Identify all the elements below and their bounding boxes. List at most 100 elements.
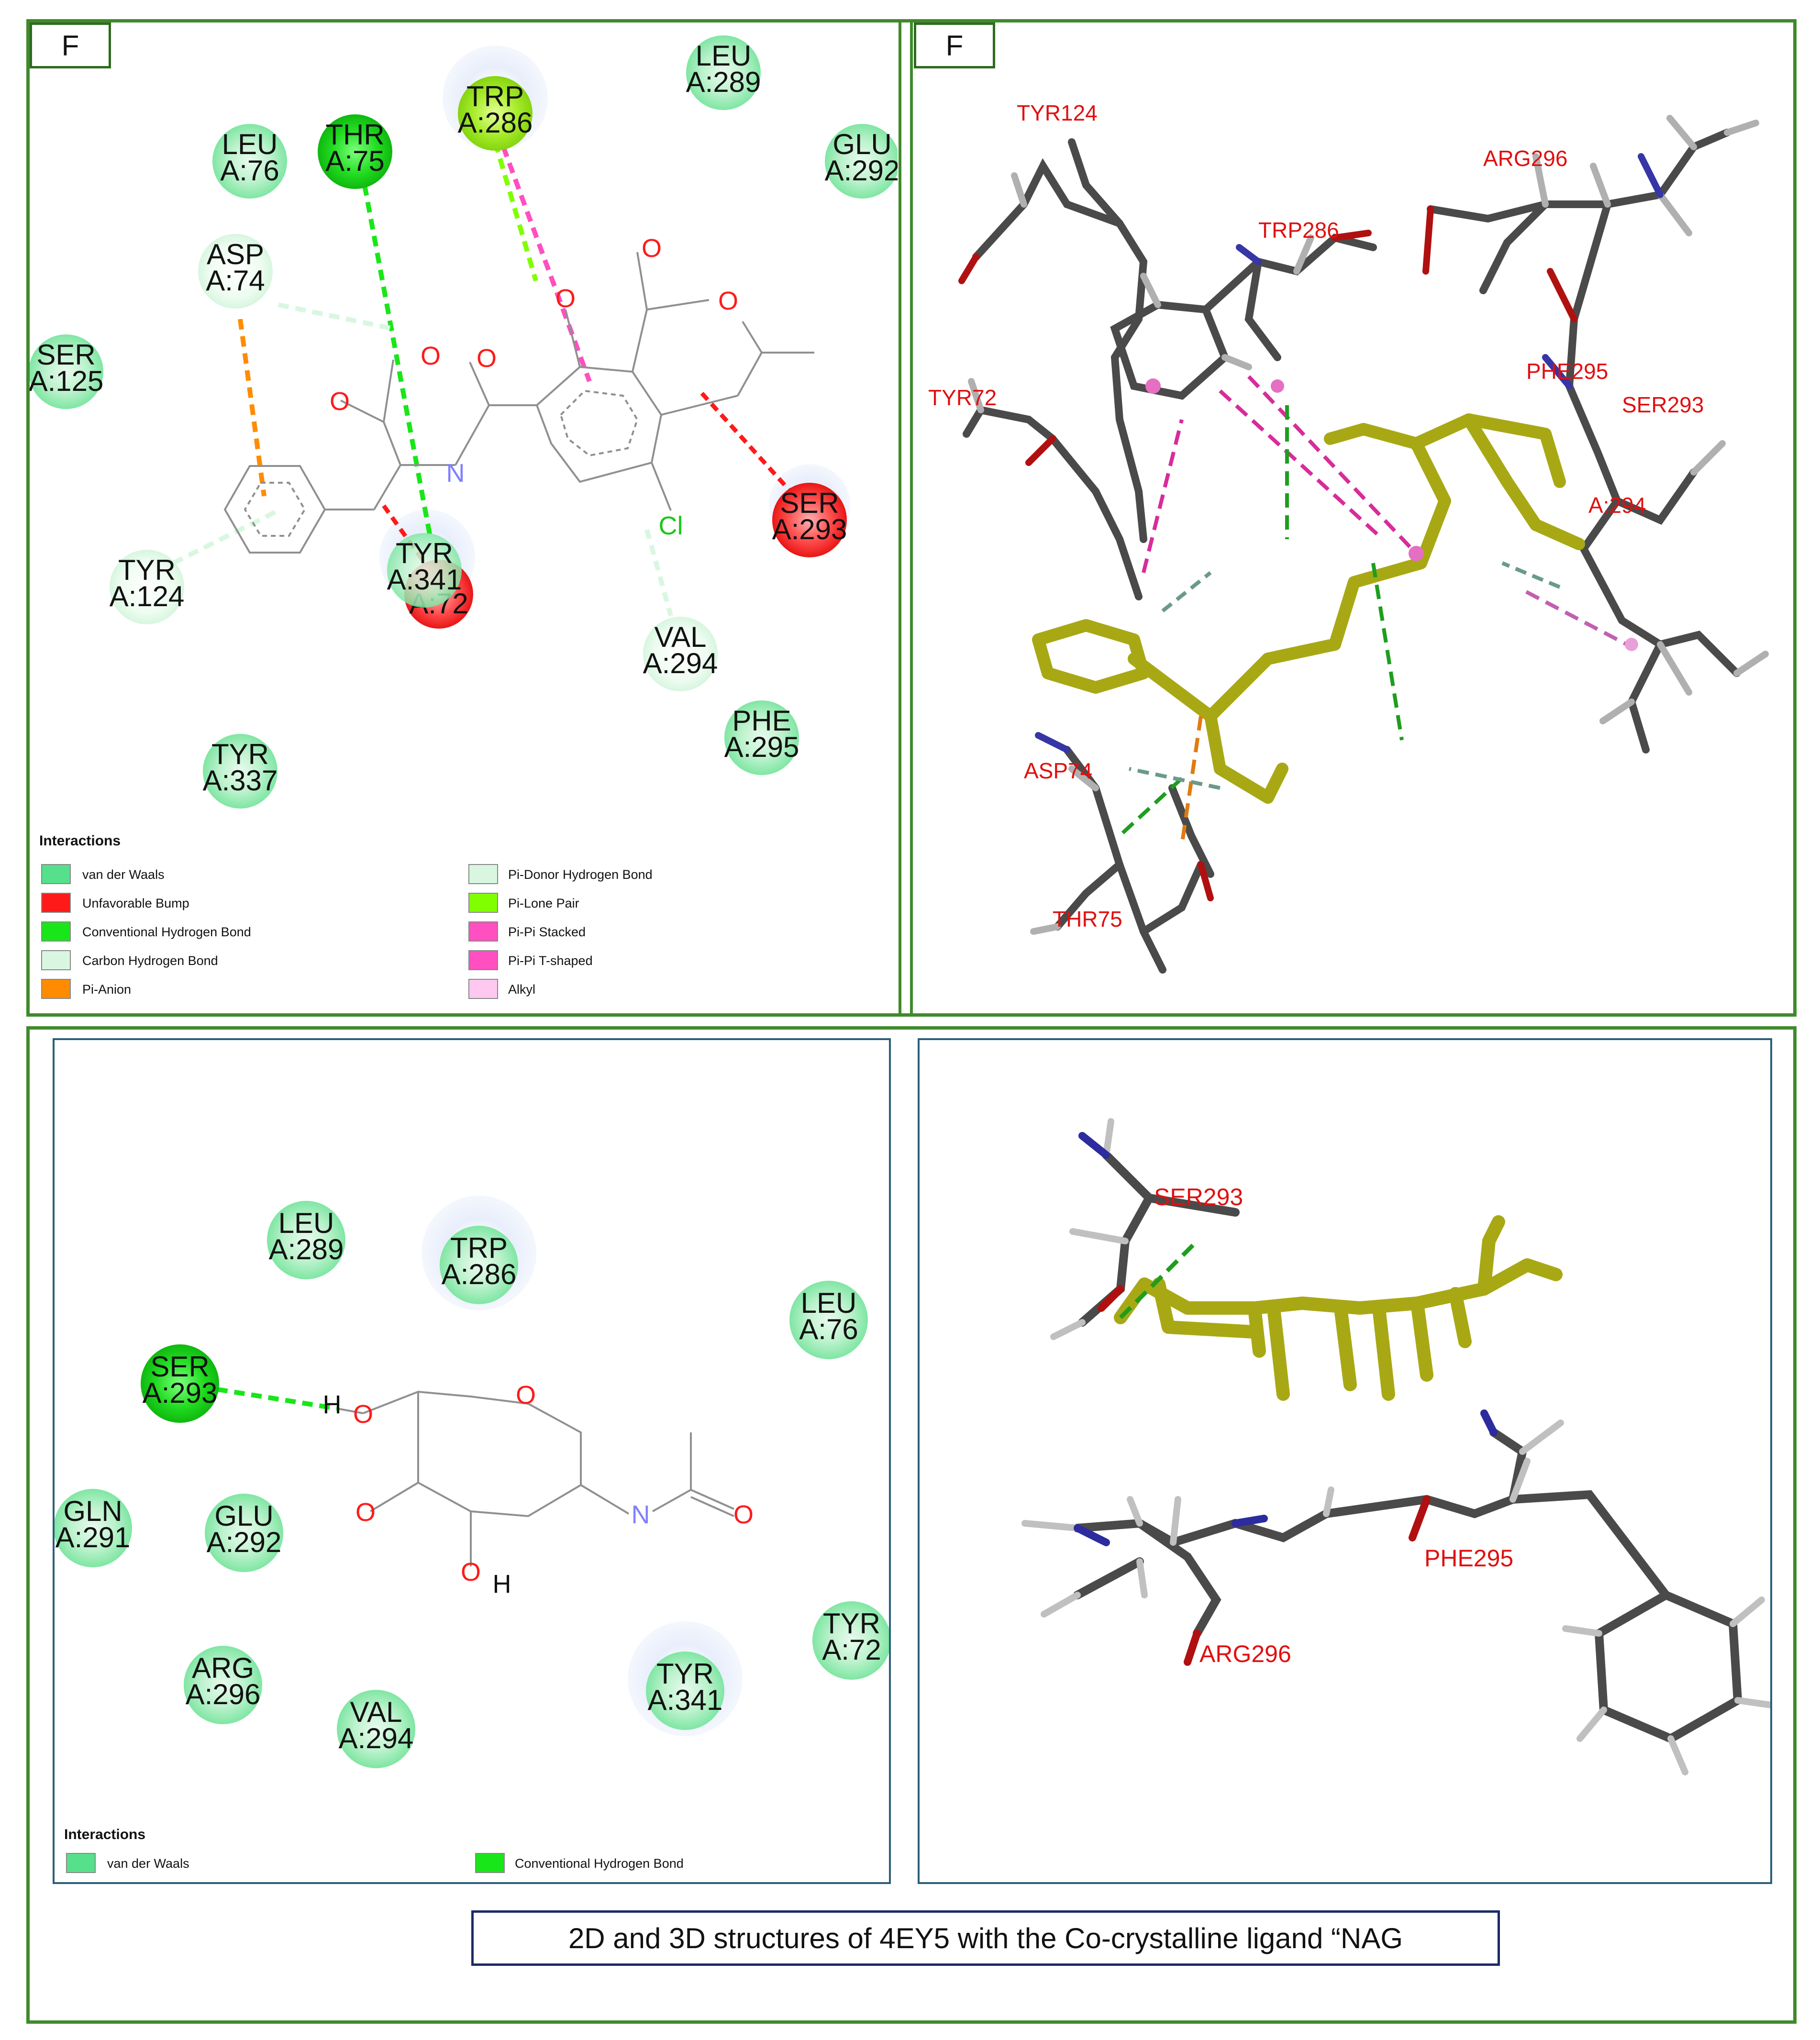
svg-text:LEU: LEU xyxy=(696,40,752,72)
nag-3d-sticks xyxy=(1114,1215,1563,1401)
label-arg296: ARG296 xyxy=(1199,1641,1291,1667)
svg-text:THR: THR xyxy=(325,119,384,151)
heteroatom-sticks xyxy=(958,153,1664,901)
svg-text:A:286: A:286 xyxy=(442,1258,517,1290)
svg-text:A:125: A:125 xyxy=(30,365,103,397)
svg-text:A:76: A:76 xyxy=(799,1313,858,1345)
svg-text:VAL: VAL xyxy=(655,621,707,653)
atom-h2: H xyxy=(493,1570,511,1598)
svg-text:A:296: A:296 xyxy=(186,1678,261,1710)
pi-centroids xyxy=(1145,378,1638,651)
label-arg296: ARG296 xyxy=(1483,146,1567,171)
svg-text:A:74: A:74 xyxy=(206,265,265,297)
atom-n: N xyxy=(446,459,465,488)
hydrogen-sticks xyxy=(968,115,1769,935)
legend-title: Interactions xyxy=(39,833,121,849)
trp286-pipi-line xyxy=(501,146,592,382)
svg-text:A:337: A:337 xyxy=(203,765,278,797)
svg-text:A:72: A:72 xyxy=(822,1634,881,1666)
atom-h1: H xyxy=(323,1390,342,1419)
protein-sticks xyxy=(963,129,1741,974)
atom-o4: O xyxy=(555,284,576,313)
svg-text:A:289: A:289 xyxy=(686,66,761,98)
svg-text:GLU: GLU xyxy=(832,128,891,160)
legend-title: Interactions xyxy=(64,1827,145,1842)
svg-text:LEU: LEU xyxy=(278,1207,334,1239)
figure-caption: 2D and 3D structures of 4EY5 with the Co… xyxy=(471,1910,1500,1966)
svg-text:A:286: A:286 xyxy=(458,107,533,139)
ligand-skeleton xyxy=(223,252,814,554)
svg-text:ASP: ASP xyxy=(207,238,264,270)
svg-text:TYR: TYR xyxy=(396,537,453,569)
legend-pi-donor: Pi-Donor Hydrogen Bond xyxy=(508,867,653,882)
top-left-legend: Interactions van der Waals Unfavorable B… xyxy=(39,833,653,999)
legend-pi-tshaped: Pi-Pi T-shaped xyxy=(508,953,593,968)
svg-text:TYR: TYR xyxy=(118,554,176,586)
hydrogen-sticks xyxy=(1021,1118,1770,1775)
svg-text:GLU: GLU xyxy=(214,1500,273,1532)
svg-text:A:295: A:295 xyxy=(724,731,799,763)
svg-text:A:124: A:124 xyxy=(110,580,185,612)
legend-pi-lone: Pi-Lone Pair xyxy=(508,896,579,910)
svg-text:A:293: A:293 xyxy=(772,513,847,545)
legend-hbond: Conventional Hydrogen Bond xyxy=(515,1856,684,1871)
asp74-carbon-hbond-line xyxy=(277,302,394,331)
atom-o1: O xyxy=(353,1400,373,1429)
label-a294: A:294 xyxy=(1588,493,1646,518)
atom-o6: O xyxy=(718,287,738,315)
bottom-right-3d-svg: SER293 PHE295 ARG296 xyxy=(1021,1118,1770,1775)
bottom-left-legend: Interactions van der Waals Conventional … xyxy=(64,1827,684,1873)
svg-text:TYR: TYR xyxy=(211,738,269,770)
label-phe295: PHE295 xyxy=(1424,1545,1513,1572)
heteroatom-sticks xyxy=(1074,1132,1498,1666)
svg-text:SER: SER xyxy=(780,487,839,519)
val294-halogen-line xyxy=(644,529,673,617)
3d-residue-labels: TYR124 TRP286 ARG296 TYR72 PHE295 SER293… xyxy=(928,100,1704,931)
panel-label-text: F xyxy=(945,29,964,62)
ligand-3d-sticks xyxy=(1032,413,1585,804)
nag-atom-labels: H O O O O H N O xyxy=(323,1381,754,1598)
svg-text:A:292: A:292 xyxy=(825,155,898,187)
label-phe295: PHE295 xyxy=(1526,359,1608,384)
panel-label-top-left: F xyxy=(30,22,111,68)
top-left-2d-interaction-diagram: F xyxy=(30,22,898,1013)
legend-pi-stacked: Pi-Pi Stacked xyxy=(508,925,586,939)
svg-text:VAL: VAL xyxy=(350,1696,402,1728)
asp74-pianion-line xyxy=(238,319,266,497)
top-divider-line-1 xyxy=(899,19,901,1017)
svg-text:LEU: LEU xyxy=(222,128,278,160)
ser293-hbond-line xyxy=(217,1387,337,1411)
label-ser293: SER293 xyxy=(1154,1184,1243,1210)
legend-vdw: van der Waals xyxy=(107,1856,189,1871)
svg-text:TRP: TRP xyxy=(466,80,524,112)
panel-label-text: F xyxy=(61,29,79,62)
top-right-3d-svg: TYR124 TRP286 ARG296 TYR72 PHE295 SER293… xyxy=(928,100,1769,974)
atom-o1: O xyxy=(421,342,441,370)
svg-text:A:341: A:341 xyxy=(648,1684,723,1716)
svg-text:A:341: A:341 xyxy=(387,564,462,596)
svg-text:TYR: TYR xyxy=(823,1608,880,1640)
atom-o5: O xyxy=(642,234,662,263)
ser293-bump-line xyxy=(700,391,792,493)
svg-text:A:76: A:76 xyxy=(220,155,279,187)
